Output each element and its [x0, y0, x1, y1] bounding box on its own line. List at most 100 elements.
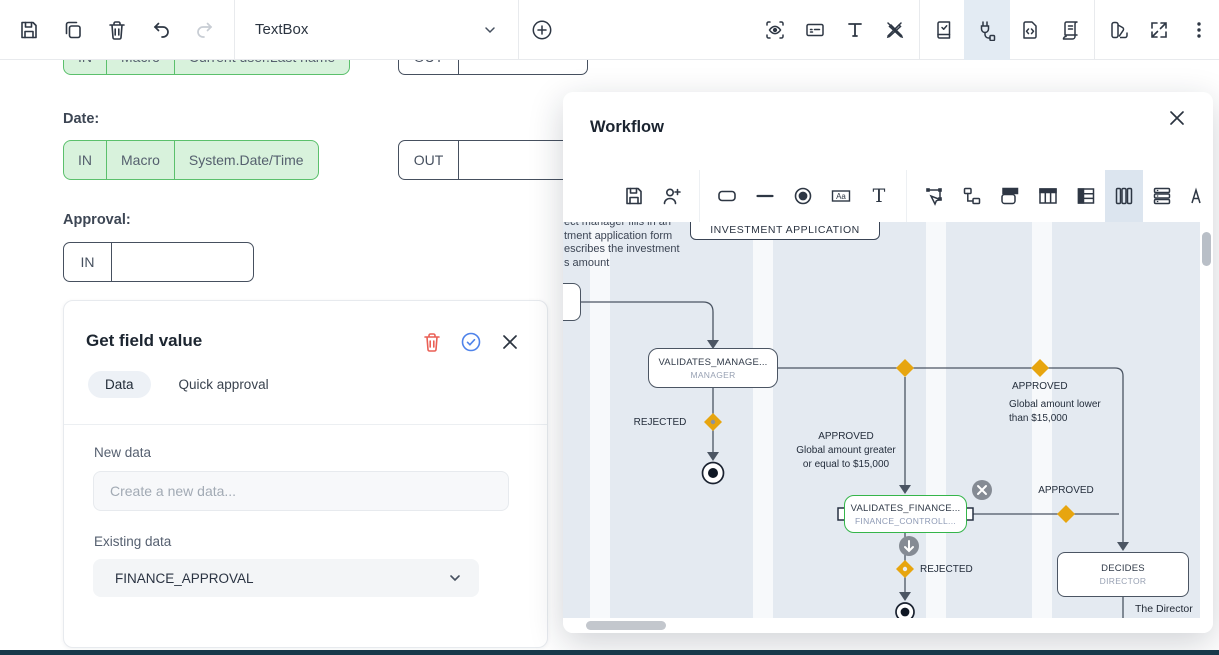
- field-approval-in[interactable]: IN: [63, 242, 254, 282]
- form-card-icon[interactable]: [804, 19, 826, 41]
- arrowhead: [707, 340, 719, 349]
- new-data-label: New data: [94, 445, 152, 460]
- panel-title: Get field value: [86, 331, 203, 350]
- get-field-value-panel: Get field value Data Quick approval New …: [63, 300, 548, 648]
- arrowhead: [707, 452, 719, 461]
- shape-rectangle-icon[interactable]: [716, 185, 738, 207]
- field-date-out[interactable]: OUT: [398, 140, 588, 180]
- workflow-toolbar: Aa T: [563, 170, 1213, 222]
- theme-swatches-icon[interactable]: [1108, 19, 1130, 41]
- out-badge: OUT: [399, 141, 459, 179]
- swimlane: [773, 222, 926, 618]
- swimlane: [946, 222, 1032, 618]
- in-badge: IN: [64, 243, 112, 281]
- horizontal-scrollbar-thumb[interactable]: [586, 621, 666, 630]
- diagram-title-box[interactable]: INVESTMENT APPLICATION: [690, 222, 880, 240]
- arrowhead: [899, 592, 911, 601]
- gateway-diamond[interactable]: [1031, 359, 1049, 377]
- end-node-finance-rejected[interactable]: [895, 602, 915, 618]
- lanes-horizontal-icon[interactable]: [1151, 185, 1173, 207]
- label-approved-finance: APPROVED: [1038, 485, 1094, 496]
- label-approved-greater: APPROVED Global amount greater or equal …: [796, 431, 896, 470]
- component-type-select[interactable]: TextBox: [235, 0, 518, 60]
- preview-eye-icon[interactable]: [764, 19, 786, 41]
- select-lasso-icon[interactable]: [923, 185, 945, 207]
- validation-book-icon[interactable]: [933, 19, 955, 41]
- svg-text:T: T: [873, 185, 886, 207]
- active-tool-highlight: [1105, 170, 1143, 222]
- titled-shape-icon[interactable]: [999, 185, 1021, 207]
- code-file-icon[interactable]: [1019, 19, 1041, 41]
- edge-manager-to-director: [778, 367, 1124, 543]
- swimlane: [610, 222, 753, 618]
- add-circle-icon[interactable]: [531, 19, 553, 41]
- end-node-manager-rejected[interactable]: [701, 461, 725, 485]
- node-validates-finance[interactable]: VALIDATES_FINANCE... FINANCE_CONTROLL...: [844, 495, 967, 533]
- duplicate-icon[interactable]: [62, 19, 84, 41]
- shape-circle-icon[interactable]: [792, 185, 814, 207]
- gateway-diamond[interactable]: [1057, 505, 1075, 523]
- existing-data-label: Existing data: [94, 534, 172, 549]
- macro-badge: Macro: [106, 141, 174, 179]
- chevron-down-icon: [450, 575, 460, 582]
- horizontal-scrollbar-track[interactable]: [563, 618, 1213, 633]
- macro-value: System.Date/Time: [173, 141, 318, 179]
- design-tools-icon[interactable]: [884, 19, 906, 41]
- node-decides-director[interactable]: DECIDES DIRECTOR: [1057, 552, 1189, 597]
- add-user-icon[interactable]: [661, 185, 683, 207]
- node-validates-manager[interactable]: VALIDATES_MANAGE... MANAGER: [648, 348, 778, 388]
- table-columns-icon[interactable]: [1037, 185, 1059, 207]
- shape-line-icon[interactable]: [754, 185, 776, 207]
- close-icon[interactable]: [1165, 106, 1189, 130]
- workflow-title: Workflow: [590, 118, 664, 136]
- bottom-edge-bar: [0, 650, 1219, 655]
- text-icon[interactable]: [844, 19, 866, 41]
- approval-label: Approval:: [63, 212, 131, 228]
- connections-plug-icon[interactable]: [976, 19, 998, 41]
- component-type-value: TextBox: [255, 21, 309, 38]
- add-below-badge[interactable]: [899, 536, 919, 556]
- clipped-tool-icon[interactable]: [1189, 185, 1211, 207]
- date-label: Date:: [63, 111, 100, 127]
- label-rejected-manager: REJECTED: [633, 417, 687, 428]
- delete-trash-icon[interactable]: [421, 331, 443, 353]
- existing-data-value: FINANCE_APPROVAL: [115, 570, 254, 586]
- redo-icon[interactable]: [194, 19, 216, 41]
- panel-divider: [64, 424, 547, 425]
- arrowhead: [899, 485, 911, 494]
- save-icon[interactable]: [18, 19, 40, 41]
- tab-quick-approval[interactable]: Quick approval: [178, 377, 269, 392]
- delete-node-badge[interactable]: [972, 480, 992, 500]
- lanes-vertical-icon[interactable]: [1113, 185, 1135, 207]
- table-rows-icon[interactable]: [1075, 185, 1097, 207]
- existing-data-select[interactable]: FINANCE_APPROVAL: [93, 559, 479, 597]
- svg-text:Aa: Aa: [836, 192, 846, 201]
- field-date-in-macro[interactable]: IN Macro System.Date/Time: [63, 140, 319, 180]
- vertical-scrollbar-thumb[interactable]: [1202, 232, 1211, 266]
- label-the-director: The Director: [1135, 603, 1193, 615]
- text-field-icon[interactable]: Aa: [830, 185, 852, 207]
- active-tool-highlight: [964, 0, 1010, 60]
- in-badge: IN: [78, 152, 92, 168]
- script-scroll-icon[interactable]: [1059, 19, 1081, 41]
- save-icon[interactable]: [623, 185, 645, 207]
- close-icon[interactable]: [499, 331, 521, 353]
- diagram-description: ect manager fills in an tment applicatio…: [564, 222, 680, 269]
- text-icon[interactable]: T: [868, 185, 890, 207]
- label-approved-lower: APPROVED Global amount lower than $15,00…: [1009, 381, 1101, 424]
- new-data-input[interactable]: [93, 471, 509, 511]
- undo-icon[interactable]: [150, 19, 172, 41]
- vertical-scrollbar-track[interactable]: [1200, 222, 1213, 618]
- workflow-modal: Workflow Aa T: [563, 92, 1213, 633]
- label-rejected-finance: REJECTED: [920, 564, 973, 575]
- confirm-check-icon[interactable]: [460, 331, 482, 353]
- gateway-diamond[interactable]: [896, 359, 914, 377]
- start-node[interactable]: [563, 283, 581, 321]
- connector-tree-icon[interactable]: [961, 185, 983, 207]
- delete-trash-icon[interactable]: [106, 19, 128, 41]
- fullscreen-icon[interactable]: [1148, 19, 1170, 41]
- panel-tabs: Data Quick approval: [88, 371, 269, 398]
- tab-data[interactable]: Data: [88, 371, 151, 398]
- workflow-canvas[interactable]: INVESTMENT APPLICATION ect manager fills…: [563, 222, 1213, 618]
- more-options-icon[interactable]: [1188, 19, 1210, 41]
